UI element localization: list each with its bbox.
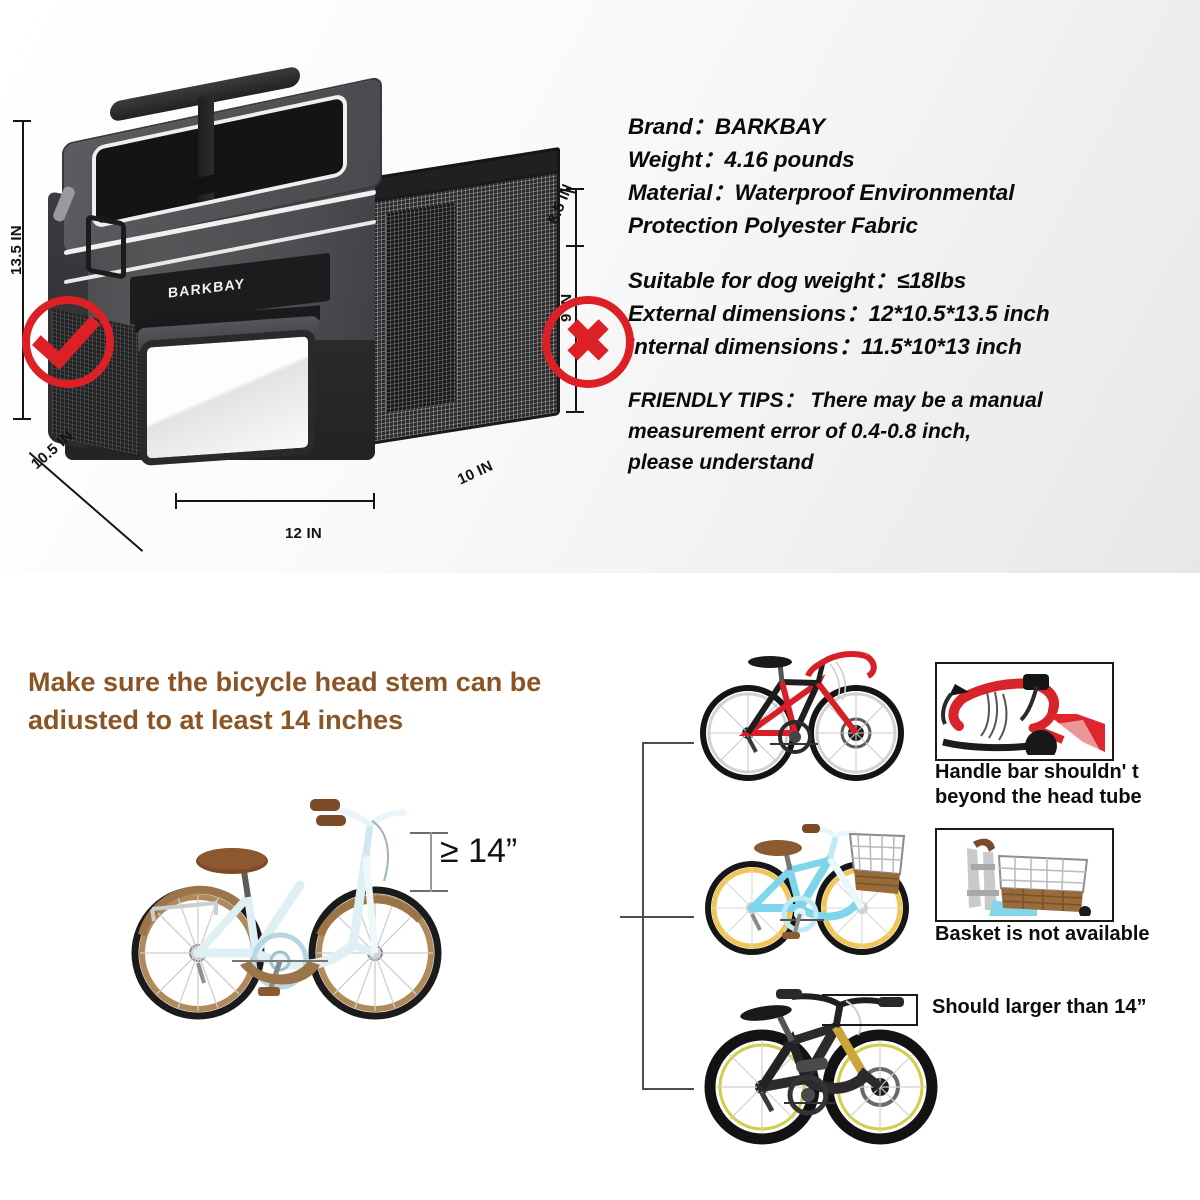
bracket-top-arm <box>410 832 448 834</box>
mesh-extension-inner-wall <box>386 202 456 414</box>
pet-carrier-illustration: BARKBAY <box>40 65 560 510</box>
mtb-bracket-right <box>916 994 918 1026</box>
minimum-stem-height-label: ≥ 14” <box>440 832 518 870</box>
dim-cap-height-top <box>13 120 31 122</box>
basket-caption: Basket is not available <box>935 923 1150 945</box>
shoulder-strap-clip <box>86 214 126 280</box>
dimension-label-width: 12 IN <box>285 525 322 542</box>
spec-spacer-1 <box>628 242 1194 264</box>
dim-cap-width-right <box>373 493 375 509</box>
friendly-tips-line-1: FRIENDLY TIPS： There may be a manual <box>628 389 1043 412</box>
bad-bike-photo-mtb <box>700 975 950 1150</box>
mtb-bracket-top <box>822 994 918 996</box>
check-glyph <box>31 299 101 370</box>
dim-line-width <box>175 500 375 502</box>
spec-spacer-2 <box>628 363 1194 385</box>
spec-external-dimensions: External dimensions：12*10.5*13.5 inch <box>628 301 1050 326</box>
good-bike-photo <box>120 785 450 1035</box>
specification-list: Brand：BARKBAY Weight：4.16 pounds Materia… <box>628 110 1194 478</box>
product-photo-area: BARKBAY 13.5 IN 10.5 IN 12 IN 10 IN 8.5 … <box>0 60 620 552</box>
bracket-vertical <box>430 832 432 892</box>
handlebar-caption: Handle bar shouldn' t beyond the head tu… <box>935 760 1185 810</box>
compatibility-headline: Make sure the bicycle head stem can be a… <box>28 667 542 735</box>
cross-glyph: ✖ <box>563 309 613 374</box>
spec-material-cont: Protection Polyester Fabric <box>628 213 918 238</box>
basket-inset-photo <box>935 828 1114 922</box>
spec-weight: Weight：4.16 pounds <box>628 147 855 172</box>
dim-cap-ext-top <box>566 188 584 190</box>
handlebar-caption-line-1: Handle bar shouldn' t <box>935 761 1139 783</box>
bracket-stub <box>620 916 642 918</box>
bad-bike-photo-road <box>690 640 925 785</box>
spec-dog-weight: Suitable for dog weight：≤18lbs <box>628 268 967 293</box>
front-clear-window <box>140 328 315 467</box>
dim-cap-ext-mid <box>566 245 584 247</box>
spec-material: Material：Waterproof Environmental <box>628 180 1015 205</box>
check-icon <box>22 296 114 388</box>
handlebar-caption-line-2: beyond the head tube <box>935 786 1142 808</box>
handlebar-inset-photo <box>935 662 1114 761</box>
dim-cap-ext-bottom <box>566 411 584 413</box>
cross-icon: ✖ <box>542 296 634 388</box>
stem-height-caption: Should larger than 14” <box>932 996 1147 1018</box>
mtb-bracket-bottom <box>822 1024 918 1026</box>
bracket-arm-2 <box>642 916 694 918</box>
bracket-arm-1 <box>642 742 694 744</box>
spec-internal-dimensions: Internal dimensions：11.5*10*13 inch <box>628 334 1022 359</box>
dim-cap-width-left <box>175 493 177 509</box>
bad-bike-photo-basket <box>690 818 925 958</box>
friendly-tips-line-3: please understand <box>628 451 814 474</box>
dimension-label-height: 13.5 IN <box>8 225 25 275</box>
product-spec-section: BARKBAY 13.5 IN 10.5 IN 12 IN 10 IN 8.5 … <box>0 0 1200 573</box>
bracket-bottom-arm <box>410 890 448 892</box>
spec-brand: Brand：BARKBAY <box>628 114 826 139</box>
dim-line-height <box>22 120 24 420</box>
bracket-arm-3 <box>642 1088 694 1090</box>
friendly-tips-line-2: measurement error of 0.4-0.8 inch, <box>628 420 972 443</box>
dim-cap-height-bottom <box>13 418 31 420</box>
